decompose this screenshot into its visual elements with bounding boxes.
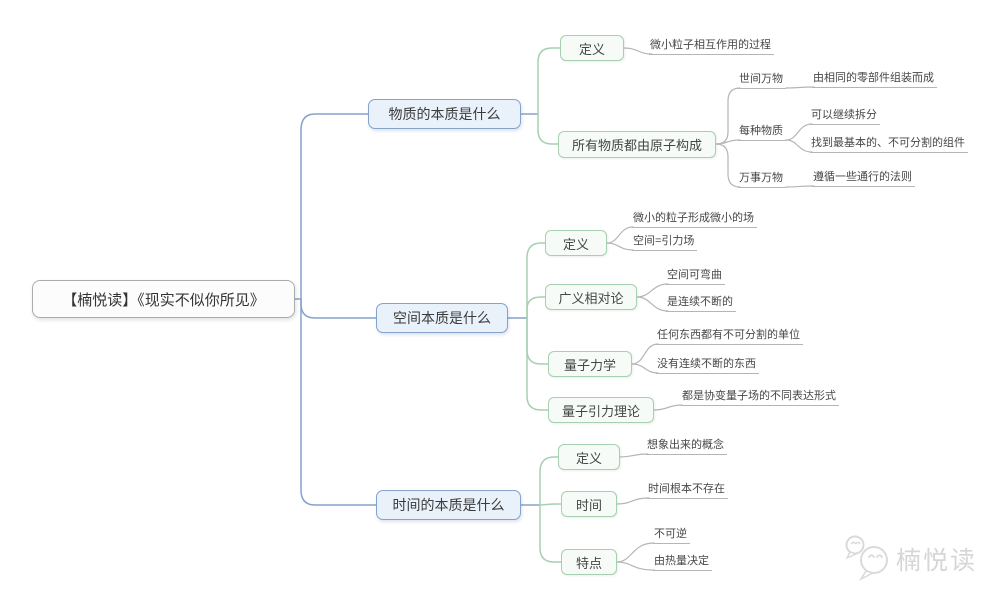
node-time-time[interactable]: 时间 xyxy=(561,491,617,517)
node-space-definition[interactable]: 定义 xyxy=(545,230,607,256)
branch-node-matter[interactable]: 物质的本质是什么 xyxy=(368,99,521,129)
leaf-space-equals-gravity-field[interactable]: 空间=引力场 xyxy=(632,234,698,251)
root-node[interactable]: 【楠悦读】《现实不似你所见》 xyxy=(32,280,295,318)
branch-node-time[interactable]: 时间的本质是什么 xyxy=(376,490,521,520)
node-time-definition[interactable]: 定义 xyxy=(558,444,620,470)
node-matter-definition[interactable]: 定义 xyxy=(560,35,624,61)
node-space-quantum-mechanics[interactable]: 量子力学 xyxy=(548,351,632,377)
watermark-label: 楠悦读 xyxy=(896,547,978,575)
leaf-covariant-quantum-fields[interactable]: 都是协变量子场的不同表达形式 xyxy=(681,389,839,406)
leaf-tiny-particles-field[interactable]: 微小的粒子形成微小的场 xyxy=(632,211,757,228)
node-every-substance[interactable]: 每种物质 xyxy=(738,124,786,141)
leaf-determined-by-heat[interactable]: 由热量决定 xyxy=(653,554,712,571)
leaf-universal-rules[interactable]: 遵循一些通行的法则 xyxy=(812,170,915,187)
leaf-same-components[interactable]: 由相同的零部件组装而成 xyxy=(812,71,937,88)
node-space-general-relativity[interactable]: 广义相对论 xyxy=(545,284,637,310)
leaf-indivisible-unit[interactable]: 任何东西都有不可分割的单位 xyxy=(656,328,803,345)
branch-node-space[interactable]: 空间本质是什么 xyxy=(376,303,508,333)
leaf-imagined-concept[interactable]: 想象出来的概念 xyxy=(646,438,727,455)
leaf-can-be-split[interactable]: 可以继续拆分 xyxy=(810,108,880,125)
leaf-connectors xyxy=(606,47,815,571)
leaf-space-can-bend[interactable]: 空间可弯曲 xyxy=(666,268,725,285)
node-matter-atoms[interactable]: 所有物质都由原子构成 xyxy=(558,131,716,158)
node-everything-in-world[interactable]: 世间万物 xyxy=(738,72,786,89)
leaf-nothing-continuous[interactable]: 没有连续不断的东西 xyxy=(656,357,759,374)
leaf-matter-definition[interactable]: 微小粒子相互作用的过程 xyxy=(649,38,774,55)
level1-connectors xyxy=(294,113,541,506)
node-time-features[interactable]: 特点 xyxy=(561,549,617,575)
leaf-continuous[interactable]: 是连续不断的 xyxy=(666,295,736,312)
leaf-indivisible-components[interactable]: 找到最基本的、不可分割的组件 xyxy=(810,136,968,153)
node-space-quantum-gravity[interactable]: 量子引力理论 xyxy=(548,397,654,423)
wechat-logo-icon xyxy=(845,535,888,581)
leaf-time-does-not-exist[interactable]: 时间根本不存在 xyxy=(647,482,728,499)
level2-connectors xyxy=(526,47,562,563)
leaf-irreversible[interactable]: 不可逆 xyxy=(653,527,690,544)
node-all-things[interactable]: 万事万物 xyxy=(738,171,786,188)
